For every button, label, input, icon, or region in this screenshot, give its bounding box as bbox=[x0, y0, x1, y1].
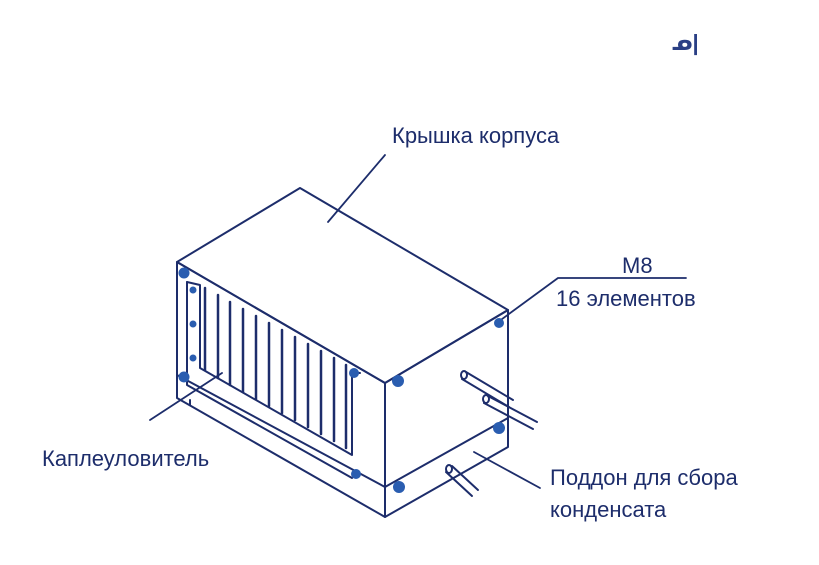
bolt bbox=[392, 375, 404, 387]
leader-separator bbox=[149, 372, 223, 421]
leader-cover bbox=[327, 154, 386, 223]
label-tray-line1: Поддон для сбора bbox=[550, 465, 738, 490]
label-cover: Крышка корпуса bbox=[392, 123, 560, 148]
bolt bbox=[178, 267, 190, 279]
pipes bbox=[445, 370, 538, 497]
bolts-m8 bbox=[178, 267, 505, 493]
bolt bbox=[494, 318, 504, 328]
bolt bbox=[393, 481, 405, 493]
leader-bolts bbox=[497, 277, 687, 323]
condensate-tray bbox=[176, 374, 509, 488]
bolt bbox=[189, 286, 197, 294]
corner-mark: ᓄ| bbox=[672, 30, 699, 55]
label-bolt-size: M8 bbox=[622, 253, 653, 278]
bolt bbox=[351, 469, 361, 479]
label-tray-line2: конденсата bbox=[550, 497, 667, 522]
leader-lines bbox=[149, 154, 687, 489]
label-bolt-count: 16 элементов bbox=[556, 286, 696, 311]
housing-side-face bbox=[384, 309, 509, 518]
bolt bbox=[189, 354, 197, 362]
label-droplet-separator: Каплеуловитель bbox=[42, 446, 210, 471]
leader-tray bbox=[473, 451, 541, 489]
housing-cover bbox=[176, 187, 509, 384]
bolt bbox=[189, 320, 197, 328]
bolt bbox=[349, 368, 359, 378]
bolt bbox=[493, 422, 505, 434]
bolt bbox=[178, 371, 190, 383]
separator-blades bbox=[203, 286, 348, 450]
